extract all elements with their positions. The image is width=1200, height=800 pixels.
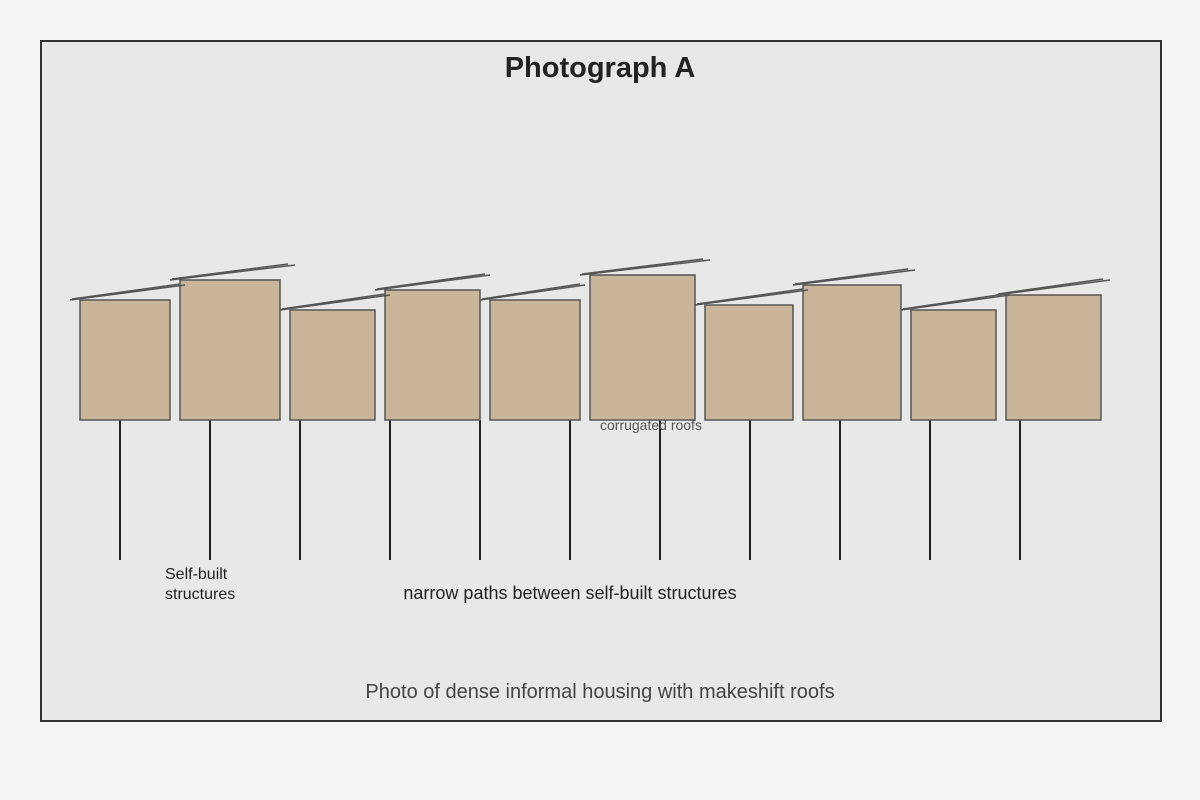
structure-wall [384, 289, 481, 421]
roof [900, 293, 1011, 311]
roof [694, 288, 809, 306]
structure-wall [1005, 294, 1102, 421]
path-lines [119, 420, 1021, 560]
roof [995, 278, 1111, 296]
roofs-label: corrugated roofs [600, 417, 702, 433]
structure-wall [704, 304, 794, 421]
paths-label: narrow paths between self-built structur… [403, 583, 737, 603]
roof [374, 273, 491, 291]
structures-label-line-1: Self-built [165, 566, 228, 583]
structure-wall [589, 274, 696, 421]
structures-label-line-2: structures [165, 586, 236, 603]
structures-label: Self-built structures [165, 565, 285, 605]
structure-wall [79, 299, 171, 421]
roof [69, 283, 186, 301]
roof [279, 293, 391, 311]
figure-caption: Photo of dense informal housing with mak… [365, 681, 835, 703]
structure-wall [489, 299, 581, 421]
structures [79, 274, 1102, 421]
roof [792, 268, 916, 286]
structure-wall [179, 279, 281, 421]
structure-wall [910, 309, 997, 421]
roof [479, 283, 586, 301]
structure-wall [289, 309, 376, 421]
roof [169, 263, 296, 281]
page-title: Photograph A [504, 52, 696, 84]
roofs [69, 258, 1111, 311]
structure-wall [802, 284, 902, 421]
roof [579, 258, 711, 276]
